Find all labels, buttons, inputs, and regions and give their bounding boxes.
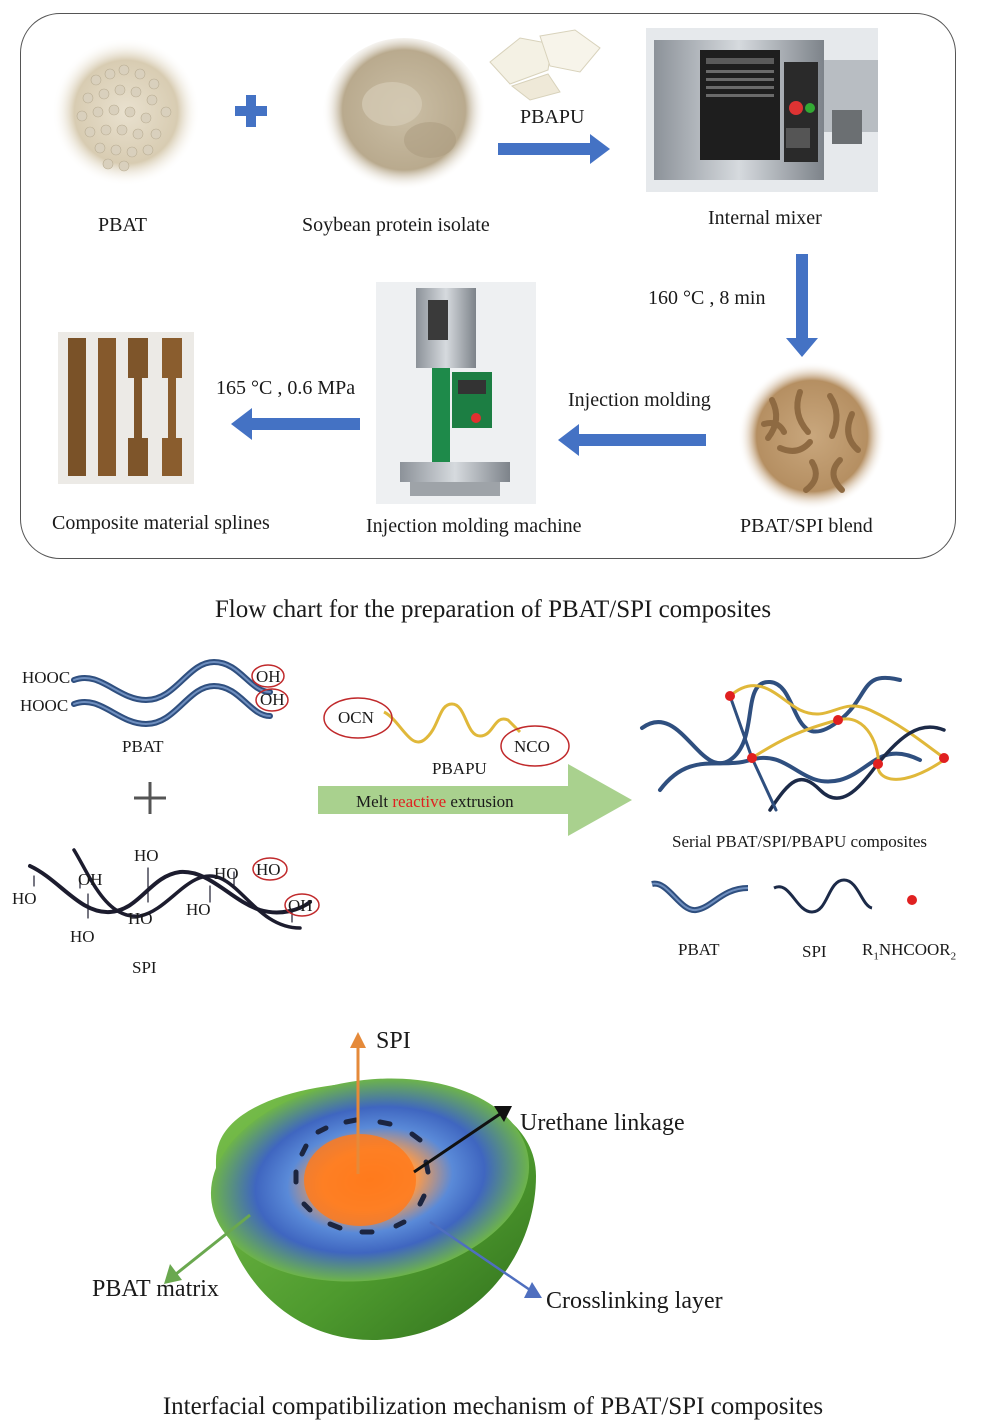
legend-spi-swatch xyxy=(773,878,873,914)
legend-urethane-label: R1NHCOOR2 xyxy=(862,940,956,962)
pbapu-ocn: OCN xyxy=(338,708,374,727)
spi-powder-label: Soybean protein isolate xyxy=(302,214,490,236)
spi-ho-3: HO xyxy=(12,889,37,908)
spi-oh-circles xyxy=(252,857,320,917)
spi-chains xyxy=(28,848,312,930)
flowchart-graphics xyxy=(52,28,886,510)
arrow-to-mixer xyxy=(498,134,610,164)
pbat-label: PBAT xyxy=(98,214,147,236)
legend-pbat-label: PBAT xyxy=(678,940,720,959)
spi-oh-2: OH xyxy=(78,870,103,889)
arrow-to-blend xyxy=(786,254,818,357)
reactive-highlight: reactive xyxy=(392,792,447,811)
pbapu-label: PBAPU xyxy=(520,106,585,128)
urethane-dashes xyxy=(293,1117,431,1235)
flowchart-frame xyxy=(20,13,956,559)
injection-machine-photo xyxy=(376,282,536,504)
spi-ho-6: HO xyxy=(186,900,211,919)
pbapu-nco: NCO xyxy=(514,737,550,756)
pbapu-flakes-photo xyxy=(489,29,601,101)
melt-extrusion-label: Melt reactive extrusion xyxy=(356,792,514,812)
legend-urethane-dot xyxy=(907,895,917,905)
legend-spi-label: SPI xyxy=(802,942,827,961)
spi-ho-4: HO xyxy=(70,927,95,946)
melt-extrusion-arrow xyxy=(318,764,632,836)
composite-splines-photo xyxy=(58,332,194,484)
mech-matrix-label: PBAT matrix xyxy=(92,1276,219,1302)
urethane-arrow xyxy=(413,1106,512,1174)
mech-crosslink-label: Crosslinking layer xyxy=(546,1288,723,1314)
extrusion-text: extrusion xyxy=(446,792,514,811)
pbat-hooc-bottom: HOOC xyxy=(20,696,69,715)
r-prefix: R xyxy=(862,940,874,959)
crosslink-arrow xyxy=(429,1220,542,1298)
flowchart-caption: Flow chart for the preparation of PBAT/S… xyxy=(214,596,772,623)
product-label: Serial PBAT/SPI/PBAPU composites xyxy=(672,832,928,851)
spi-chain-label: SPI xyxy=(132,958,157,977)
pbat-oh-bottom: OH xyxy=(260,690,285,709)
pbat-hooc-top: HOOC xyxy=(22,668,71,687)
arrow-to-splines xyxy=(231,408,360,440)
sub-2: 2 xyxy=(950,950,957,963)
spi-core xyxy=(304,1134,416,1226)
reaction-graphics xyxy=(28,658,949,930)
mechanism-caption: Interfacial compatibilization mechanism … xyxy=(162,1393,824,1420)
soybean-powder-photo xyxy=(322,38,486,198)
pbat-oh-top: OH xyxy=(256,667,281,686)
internal-mixer-photo xyxy=(646,28,878,192)
legend-pbat-swatch xyxy=(651,880,749,913)
pbapu-chain-label: PBAPU xyxy=(432,759,487,778)
matrix-arrow xyxy=(164,1213,251,1284)
plus-icon xyxy=(235,95,267,127)
mixer-label: Internal mixer xyxy=(708,207,822,229)
mixing-condition: 160 °C , 8 min xyxy=(648,287,766,309)
melt-text: Melt xyxy=(356,792,393,811)
mech-spi-label: SPI xyxy=(376,1028,411,1054)
molding-condition: 165 °C , 0.6 MPa xyxy=(216,377,356,399)
pbapu-chain xyxy=(323,697,570,767)
plus-sign-icon xyxy=(134,782,166,814)
pbat-chain-label: PBAT xyxy=(122,737,164,756)
pbat-pellets-photo xyxy=(52,38,200,186)
mechanism-graphics xyxy=(164,1032,542,1340)
blend-photo xyxy=(738,362,886,510)
pbat-oh-circles xyxy=(251,664,289,712)
arrow-to-machine xyxy=(558,424,706,456)
splines-label: Composite material splines xyxy=(52,512,270,534)
spi-oh-9-circled: OH xyxy=(288,896,313,915)
spi-ho-5: HO xyxy=(128,909,153,928)
mech-urethane-label: Urethane linkage xyxy=(520,1110,685,1136)
machine-label: Injection molding machine xyxy=(366,515,582,537)
spi-ho-8-circled: HO xyxy=(256,860,281,879)
spi-arrow xyxy=(350,1032,366,1174)
sub-1: 1 xyxy=(873,950,879,963)
crosslinked-network xyxy=(640,675,946,812)
spi-ho-1: HO xyxy=(134,846,159,865)
crosslink-points xyxy=(725,691,949,769)
pbat-chains xyxy=(71,658,273,728)
spi-ho-7: HO xyxy=(214,864,239,883)
injection-step-label: Injection molding xyxy=(568,389,711,411)
nhcoor-text: NHCOOR xyxy=(878,940,951,959)
blend-label: PBAT/SPI blend xyxy=(740,515,873,537)
